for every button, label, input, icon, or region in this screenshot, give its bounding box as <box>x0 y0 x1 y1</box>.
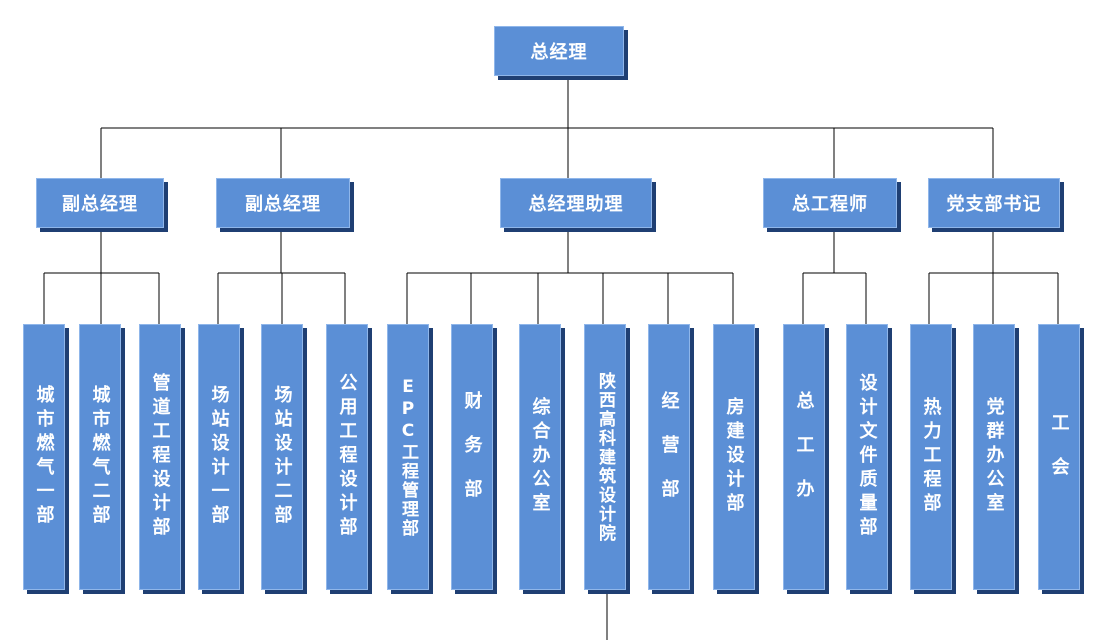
node-party-office: 党群办公室 <box>973 324 1015 590</box>
node-label: 财务部 <box>461 391 483 523</box>
node-label: 经营部 <box>658 391 680 523</box>
node-pipeline-design: 管道工程设计部 <box>139 324 181 590</box>
node-label: 公用工程设计部 <box>336 373 358 541</box>
node-station-design-1: 场站设计一部 <box>198 324 240 590</box>
node-gm-assistant: 总经理助理 <box>500 178 652 228</box>
node-building-design: 房建设计部 <box>713 324 755 590</box>
node-shaanxi-gaoke-institute: 陕西高科建筑设计院 <box>584 324 626 590</box>
node-label: 总经理助理 <box>528 194 624 215</box>
node-label: 设计文件质量部 <box>856 373 878 541</box>
node-general-office: 综合办公室 <box>519 324 561 590</box>
node-general-manager: 总经理 <box>494 26 624 76</box>
node-city-gas-2: 城市燃气二部 <box>79 324 121 590</box>
node-label: EPC工程管理部 <box>398 376 418 538</box>
node-utility-design: 公用工程设计部 <box>326 324 368 590</box>
node-epc-management: EPC工程管理部 <box>387 324 429 590</box>
node-label: 总工办 <box>793 391 815 523</box>
node-label: 党群办公室 <box>983 397 1005 517</box>
node-deputy-gm-2: 副总经理 <box>216 178 350 228</box>
node-label: 综合办公室 <box>529 397 551 517</box>
node-label: 副总经理 <box>245 194 321 215</box>
node-design-quality: 设计文件质量部 <box>846 324 888 590</box>
node-label: 总工程师 <box>792 194 868 215</box>
node-label: 陕西高科建筑设计院 <box>595 371 615 543</box>
node-deputy-gm-1: 副总经理 <box>36 178 164 228</box>
node-trade-union: 工会 <box>1038 324 1080 590</box>
node-city-gas-1: 城市燃气一部 <box>23 324 65 590</box>
node-label: 热力工程部 <box>920 397 942 517</box>
node-label: 管道工程设计部 <box>149 373 171 541</box>
node-station-design-2: 场站设计二部 <box>261 324 303 590</box>
node-label: 场站设计二部 <box>271 385 293 529</box>
node-business: 经营部 <box>648 324 690 590</box>
node-label: 总经理 <box>530 42 588 63</box>
node-party-secretary: 党支部书记 <box>928 178 1060 228</box>
node-chief-engineer-office: 总工办 <box>783 324 825 590</box>
node-label: 工会 <box>1048 413 1070 501</box>
node-label: 副总经理 <box>62 194 138 215</box>
node-label: 房建设计部 <box>723 397 745 517</box>
node-thermal-engineering: 热力工程部 <box>910 324 952 590</box>
node-chief-engineer: 总工程师 <box>763 178 897 228</box>
node-label: 城市燃气一部 <box>33 385 55 529</box>
node-finance: 财务部 <box>451 324 493 590</box>
node-label: 城市燃气二部 <box>89 385 111 529</box>
node-label: 场站设计一部 <box>208 385 230 529</box>
node-label: 党支部书记 <box>946 194 1042 215</box>
